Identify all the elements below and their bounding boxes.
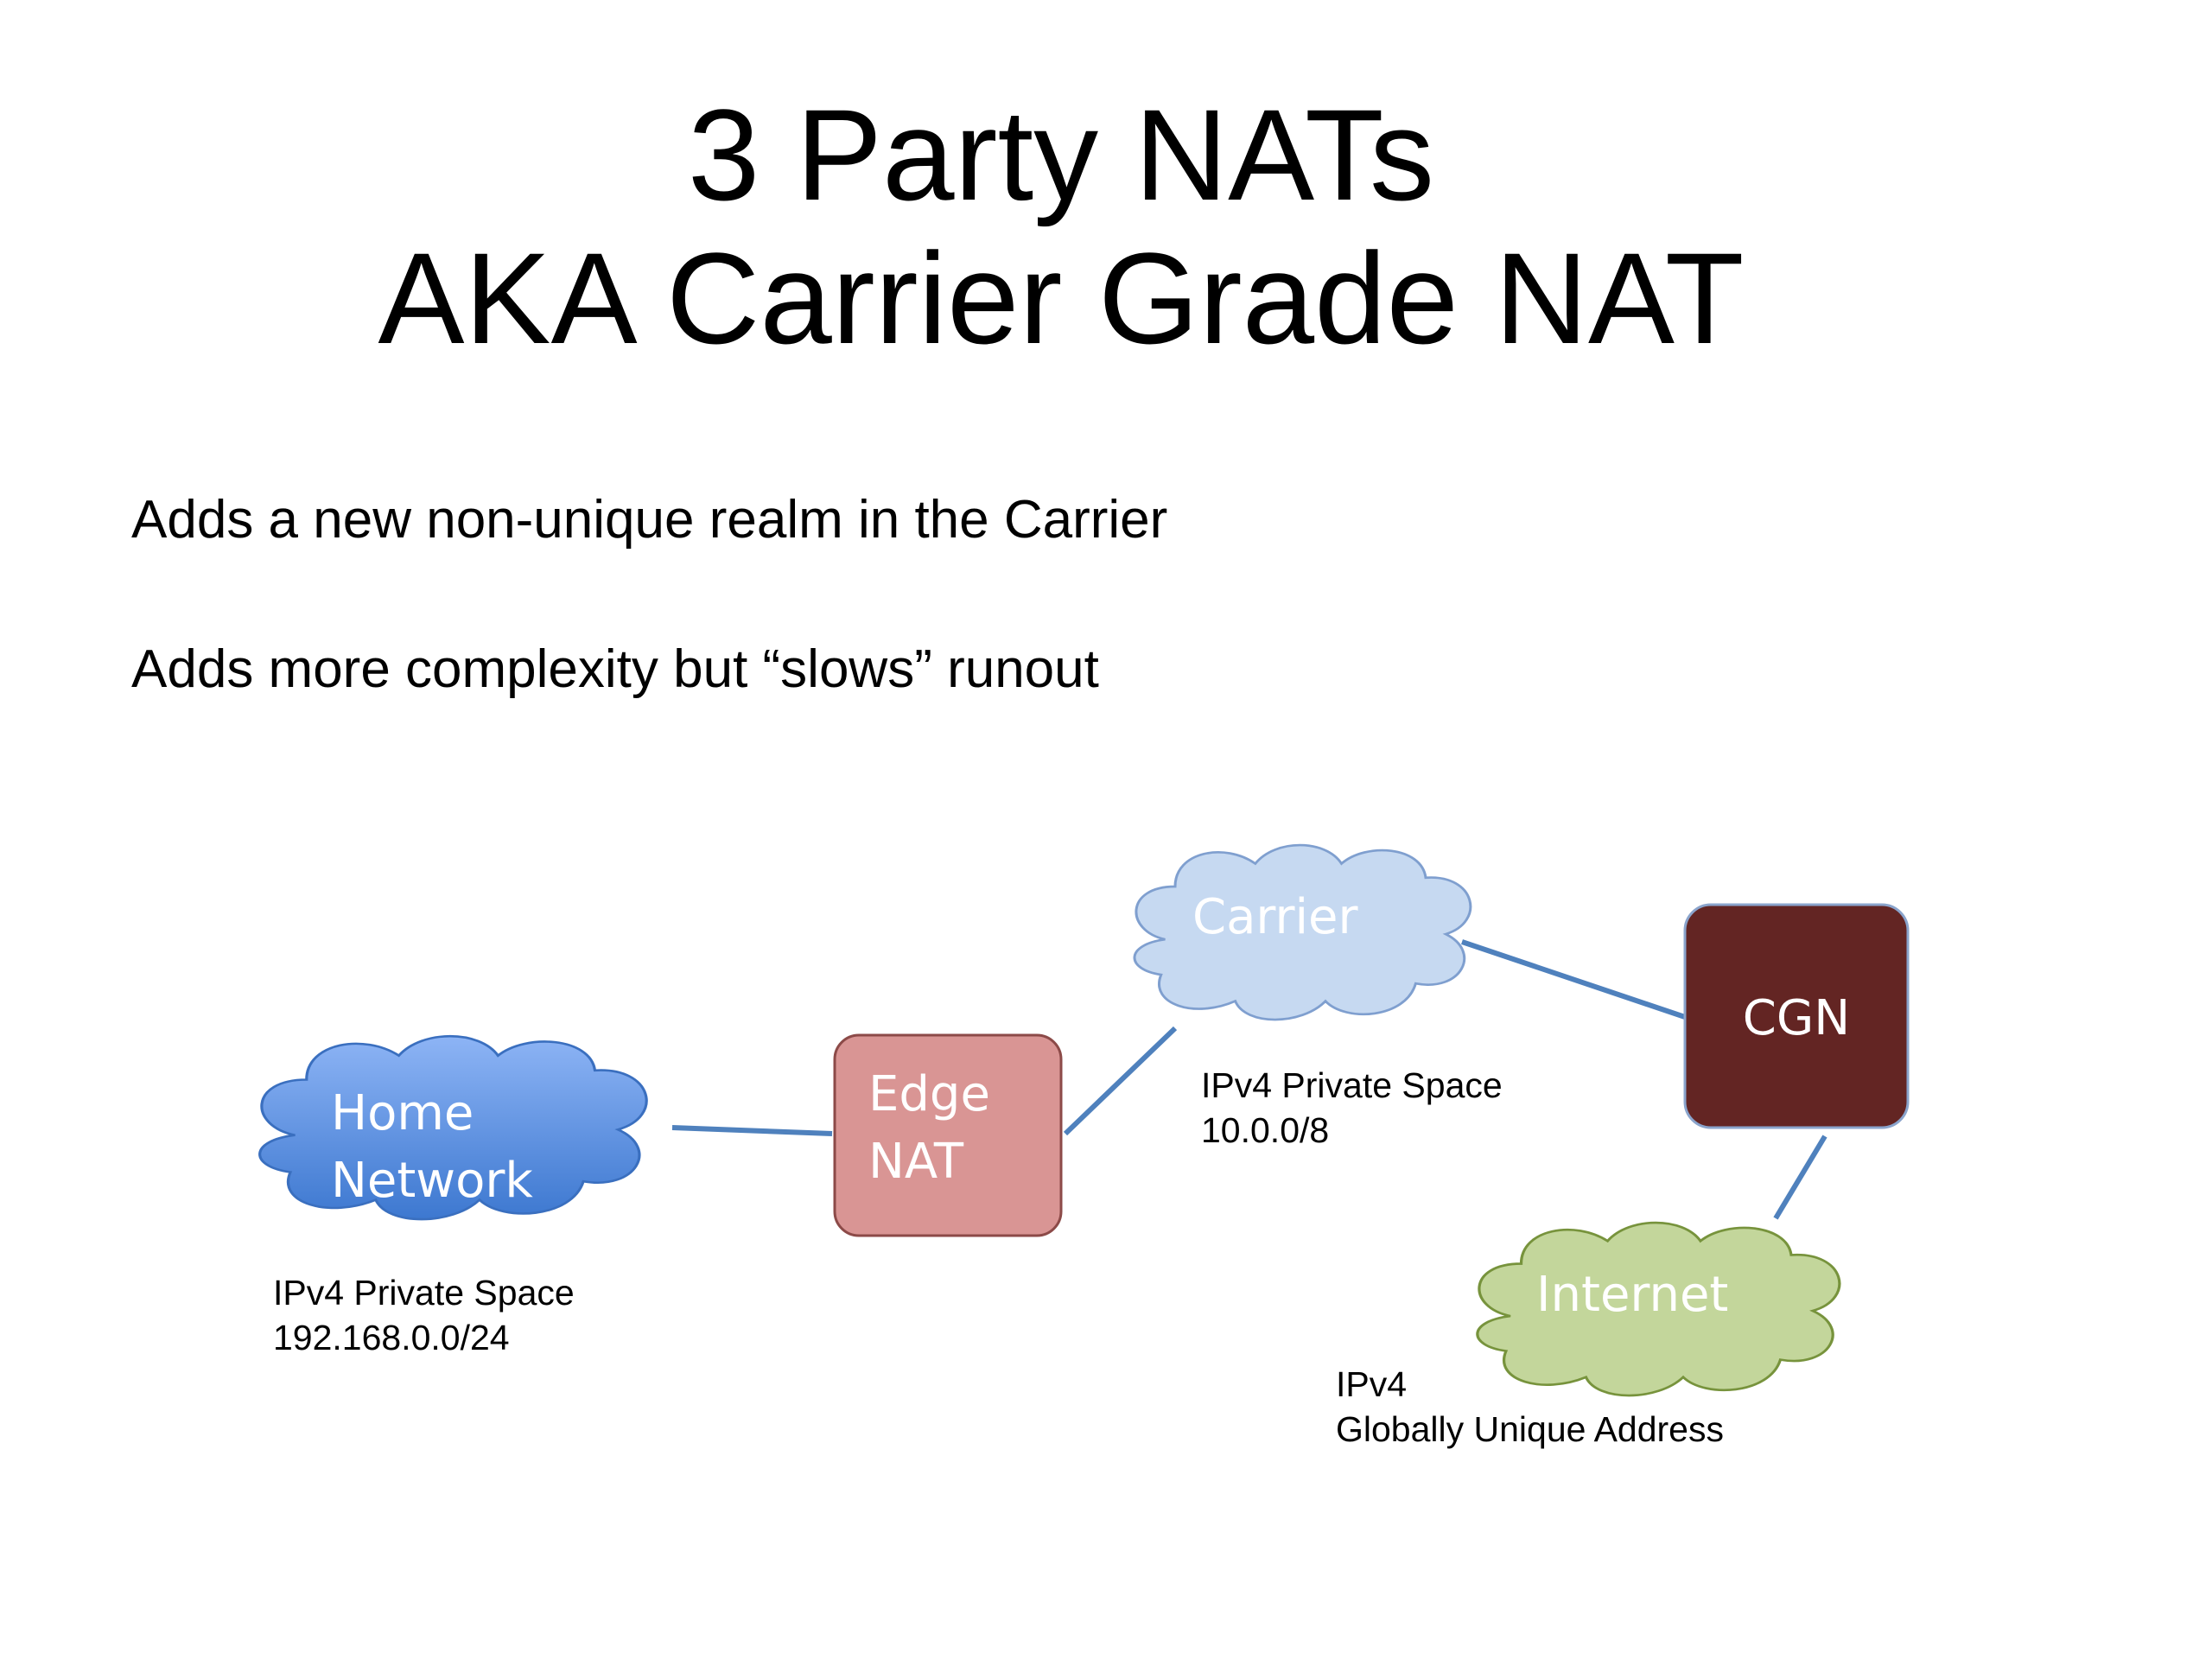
internet-caption: IPv4 Globally Unique Address: [1336, 1362, 1724, 1452]
home-network-caption: IPv4 Private Space 192.168.0.0/24: [273, 1270, 575, 1360]
bullet-text-complexity: Adds more complexity but “slows” runout: [131, 639, 1099, 699]
home-network-label-line1: Home: [331, 1085, 474, 1141]
edge-nat-label-line2: NAT: [868, 1134, 964, 1190]
cgn-box: [1683, 903, 1910, 1129]
carrier-caption: IPv4 Private Space 10.0.0/8: [1201, 1063, 1503, 1153]
carrier-caption-line2: 10.0.0/8: [1201, 1110, 1330, 1150]
home-caption-line1: IPv4 Private Space: [273, 1273, 575, 1313]
link-edge-to-carrier: [1063, 1026, 1178, 1136]
link-carrier-to-cgn: [1461, 939, 1686, 1020]
title-line-2: AKA Carrier Grade NAT: [378, 226, 1745, 371]
carrier-caption-line1: IPv4 Private Space: [1201, 1065, 1503, 1105]
link-home-to-edge: [671, 1125, 833, 1136]
home-network-label-line2: Network: [331, 1153, 533, 1209]
internet-label: Internet: [1536, 1267, 1728, 1323]
edge-nat-label-line1: Edge: [868, 1066, 990, 1122]
home-caption-line2: 192.168.0.0/24: [273, 1318, 510, 1357]
link-cgn-to-internet: [1773, 1135, 1827, 1220]
internet-caption-line2: Globally Unique Address: [1336, 1409, 1724, 1449]
edge-nat-box: [833, 1033, 1063, 1237]
slide-title: 3 Party NATs AKA Carrier Grade NAT: [0, 83, 2122, 370]
title-line-1: 3 Party NATs: [687, 82, 1435, 227]
cgn-label: CGN: [1743, 990, 1850, 1046]
bullet-text-realm: Adds a new non-unique realm in the Carri…: [131, 490, 1168, 550]
internet-caption-line1: IPv4: [1336, 1364, 1408, 1404]
carrier-label: Carrier: [1192, 889, 1358, 945]
